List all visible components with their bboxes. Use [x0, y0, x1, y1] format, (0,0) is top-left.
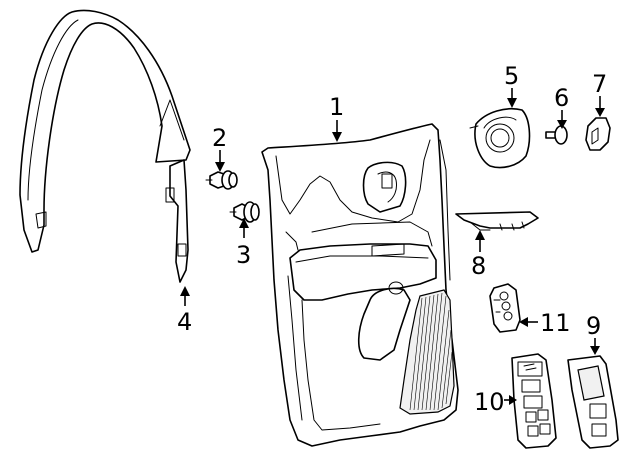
callout-4: 4 — [177, 308, 192, 336]
callout-10: 10 — [474, 388, 505, 416]
callout-5: 5 — [504, 62, 519, 90]
part-3-push-pin[interactable] — [229, 201, 260, 223]
part-4-window-frame-molding[interactable] — [19, 9, 191, 283]
callout-11: 11 — [540, 309, 571, 337]
speaker-grille-hatching — [409, 292, 453, 411]
callout-labels: 1 2 3 4 5 6 7 8 9 10 11 — [177, 62, 607, 416]
part-5-tweeter-housing[interactable] — [469, 108, 531, 169]
part-2-clip[interactable] — [205, 170, 238, 190]
part-11-switch-module[interactable] — [489, 283, 521, 333]
part-7-cover-cap[interactable] — [585, 117, 611, 151]
callout-2: 2 — [212, 124, 227, 152]
callout-8: 8 — [471, 252, 486, 280]
part-8-trim-bracket[interactable] — [455, 211, 539, 231]
callout-7: 7 — [592, 70, 607, 98]
part-10-window-switch-master[interactable] — [511, 353, 557, 449]
part-1-door-trim-panel[interactable] — [261, 123, 459, 447]
part-9-window-switch-single[interactable] — [567, 355, 619, 449]
callout-9: 9 — [586, 312, 601, 340]
callout-6: 6 — [554, 84, 569, 112]
part-6-screw[interactable] — [545, 125, 568, 145]
leader-arrows — [180, 88, 605, 405]
callout-1: 1 — [329, 93, 344, 121]
callout-3: 3 — [236, 241, 251, 269]
